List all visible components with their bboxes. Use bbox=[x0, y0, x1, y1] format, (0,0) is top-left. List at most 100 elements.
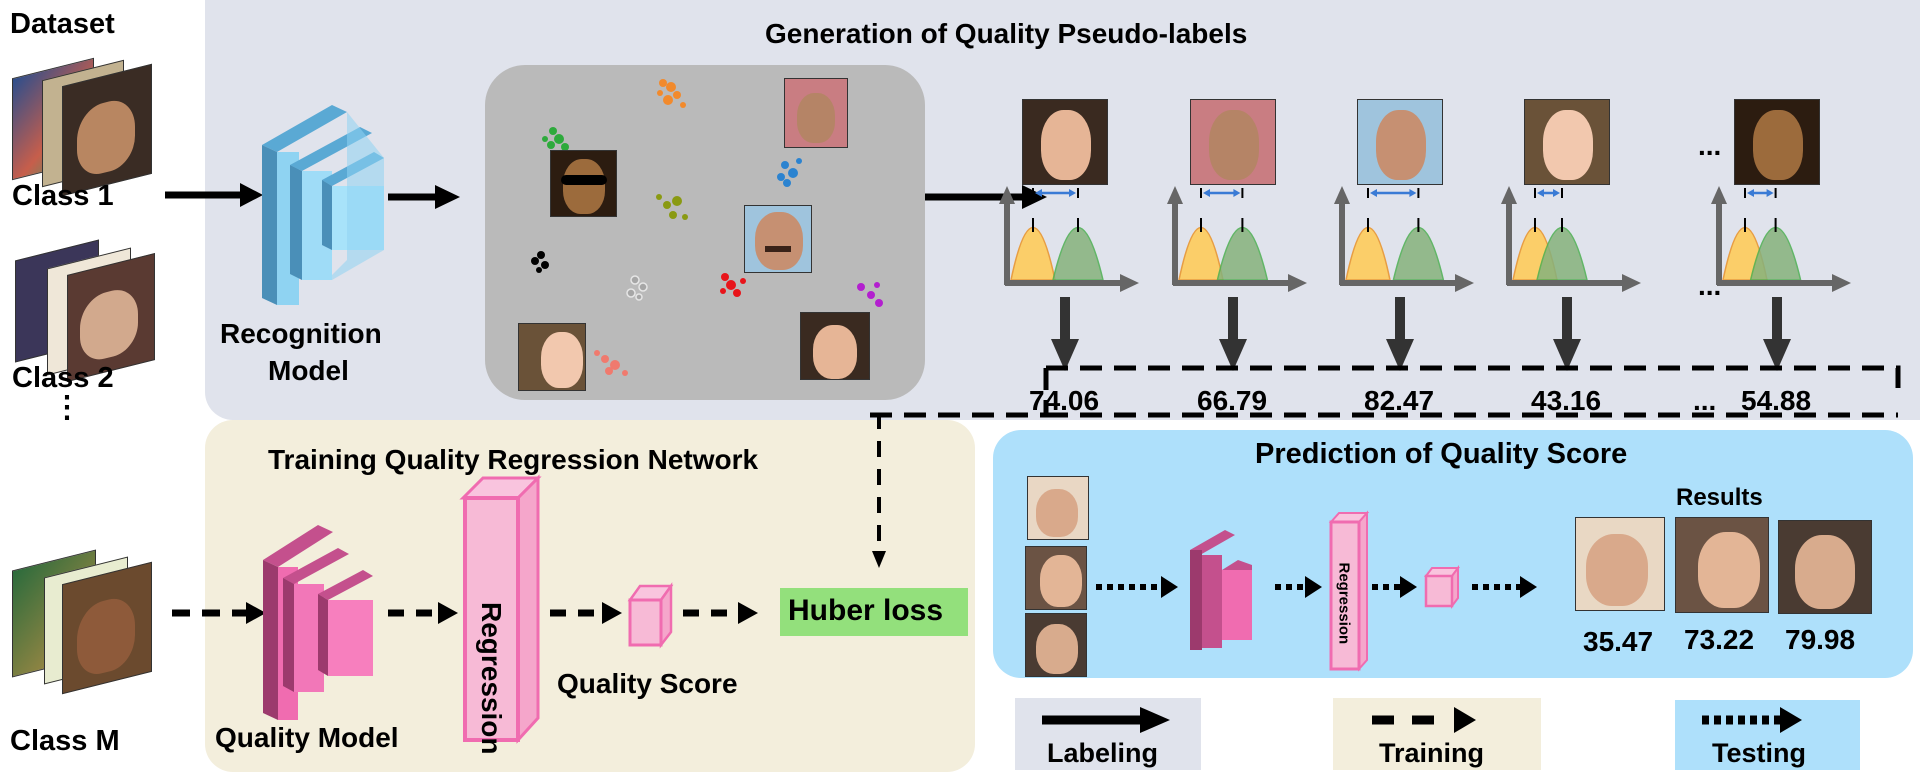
cluster-face-child bbox=[518, 323, 586, 391]
quality-model-icon bbox=[263, 525, 373, 720]
cluster-olive bbox=[656, 194, 688, 220]
quality-model-label: Quality Model bbox=[215, 722, 399, 753]
pseudo-label-score: 54.88 bbox=[1741, 385, 1812, 416]
pseudo-label-face bbox=[1357, 99, 1443, 185]
dataset-title: Dataset bbox=[10, 8, 115, 40]
training-arrow-score-to-loss bbox=[683, 602, 758, 624]
legend-labeling-label: Labeling bbox=[1047, 738, 1159, 768]
distribution-left bbox=[1345, 227, 1391, 281]
distribution-right bbox=[1749, 227, 1802, 281]
huber-loss-box bbox=[780, 588, 968, 636]
result-face-1 bbox=[1575, 517, 1665, 611]
regression-label: Regression bbox=[475, 602, 507, 755]
pseudo-label-down-arrow bbox=[1051, 297, 1079, 371]
cluster-face-young-man bbox=[800, 312, 870, 380]
class-2-label: Class 2 bbox=[12, 362, 114, 394]
cluster-face-man bbox=[744, 205, 812, 273]
result-score-2: 73.22 bbox=[1684, 624, 1755, 655]
quality-distribution-plot bbox=[1334, 186, 1474, 292]
distribution-left bbox=[1010, 227, 1056, 281]
test-face-2 bbox=[1025, 546, 1087, 610]
pseudo-label-face bbox=[1734, 99, 1820, 185]
quality-distribution-plot bbox=[999, 186, 1139, 292]
legend-dotted-arrow-icon bbox=[1702, 707, 1802, 733]
result-score-3: 79.98 bbox=[1785, 624, 1856, 655]
cluster-purple bbox=[857, 282, 883, 307]
result-score-1: 35.47 bbox=[1583, 626, 1654, 657]
class-1-label: Class 1 bbox=[12, 180, 114, 212]
cluster-orange bbox=[657, 79, 686, 108]
pseudo-label-down-arrow bbox=[1553, 297, 1581, 371]
legend-training bbox=[1333, 698, 1541, 770]
quality-distribution-plot bbox=[1167, 186, 1307, 292]
test-face-1 bbox=[1027, 476, 1089, 540]
pseudo-label-down-arrow bbox=[1386, 297, 1414, 371]
quality-score-cube-icon bbox=[627, 582, 674, 649]
cluster-blue bbox=[777, 158, 802, 187]
distribution-right bbox=[1536, 227, 1588, 281]
pseudo-label-score: 74.06 bbox=[1029, 385, 1100, 416]
legend-testing-label: Testing bbox=[1712, 738, 1806, 768]
training-arrow-regression-to-score bbox=[550, 602, 622, 624]
test-regression-label: Regression bbox=[1335, 562, 1353, 645]
cluster-salmon bbox=[594, 350, 628, 376]
cluster-black bbox=[531, 251, 549, 273]
testing-arrow-regression-to-score bbox=[1372, 576, 1417, 598]
distribution-ellipsis: ... bbox=[1698, 270, 1722, 301]
face-stack-class-m bbox=[12, 535, 152, 715]
results-label: Results bbox=[1676, 484, 1763, 511]
cluster-face-headscarf bbox=[784, 78, 848, 148]
legend-training-label: Training bbox=[1379, 738, 1485, 768]
test-face-3 bbox=[1025, 613, 1087, 677]
legend-dashed-arrow-icon bbox=[1372, 707, 1476, 733]
pseudo-label-down-arrow bbox=[1219, 297, 1247, 371]
class-m-label: Class M bbox=[10, 725, 120, 757]
labeling-arrow-dataset-to-model bbox=[165, 183, 263, 207]
class-ellipsis: ⋮ bbox=[52, 391, 82, 424]
quality-distribution-plot bbox=[1711, 186, 1851, 292]
stack-face bbox=[62, 63, 152, 197]
test-quality-model-icon bbox=[1190, 530, 1252, 650]
legend-solid-arrow-icon bbox=[1042, 707, 1170, 733]
distribution-right bbox=[1052, 227, 1104, 281]
distribution-right bbox=[1216, 227, 1269, 281]
distribution-left bbox=[1178, 227, 1224, 281]
cluster-light-gray bbox=[626, 275, 648, 301]
training-panel-title: Training Quality Regression Network bbox=[268, 444, 759, 475]
distribution-right bbox=[1392, 227, 1445, 281]
legend-testing bbox=[1675, 700, 1860, 770]
pseudo-label-face bbox=[1524, 99, 1610, 185]
regression-layer-icon bbox=[459, 474, 542, 744]
quality-distribution-plot bbox=[1501, 186, 1641, 292]
labeling-panel-title: Generation of Quality Pseudo-labels bbox=[765, 18, 1248, 49]
pseudo-label-score: 43.16 bbox=[1531, 385, 1602, 416]
result-face-3 bbox=[1778, 520, 1872, 614]
test-quality-score-cube-icon bbox=[1424, 565, 1460, 609]
pseudo-label-score: 66.79 bbox=[1197, 385, 1268, 416]
huber-loss-label: Huber loss bbox=[788, 594, 944, 627]
recognition-model-label-line2: Model bbox=[268, 355, 349, 386]
recognition-model-label-line1: Recognition bbox=[220, 318, 382, 349]
recognition-model-icon bbox=[262, 105, 384, 305]
training-arrow-labels-to-loss bbox=[872, 413, 886, 568]
labeling-arrow-model-to-clusters bbox=[388, 185, 460, 209]
legend-labeling bbox=[1015, 698, 1201, 770]
testing-arrow-model-to-regression bbox=[1275, 576, 1322, 598]
result-face-2 bbox=[1675, 517, 1769, 613]
prediction-panel-title: Prediction of Quality Score bbox=[1255, 438, 1628, 470]
cluster-dots bbox=[531, 79, 883, 376]
cluster-red bbox=[720, 273, 746, 297]
pseudo-label-face bbox=[1190, 99, 1276, 185]
training-arrow-dataset-to-model bbox=[172, 602, 266, 624]
cluster-green bbox=[542, 127, 569, 151]
pseudo-label-down-arrow bbox=[1763, 297, 1791, 371]
cluster-face-sunglasses bbox=[550, 150, 617, 217]
faces-ellipsis: ... bbox=[1698, 130, 1722, 161]
test-regression-layer-icon bbox=[1328, 510, 1370, 672]
stack-face bbox=[62, 561, 152, 695]
training-arrow-model-to-regression bbox=[388, 602, 458, 624]
labels-ellipsis: ... bbox=[1693, 385, 1717, 416]
testing-arrow-score-to-results bbox=[1472, 576, 1537, 598]
quality-score-label: Quality Score bbox=[557, 668, 738, 699]
pseudo-label-dashed-box bbox=[870, 365, 1901, 418]
